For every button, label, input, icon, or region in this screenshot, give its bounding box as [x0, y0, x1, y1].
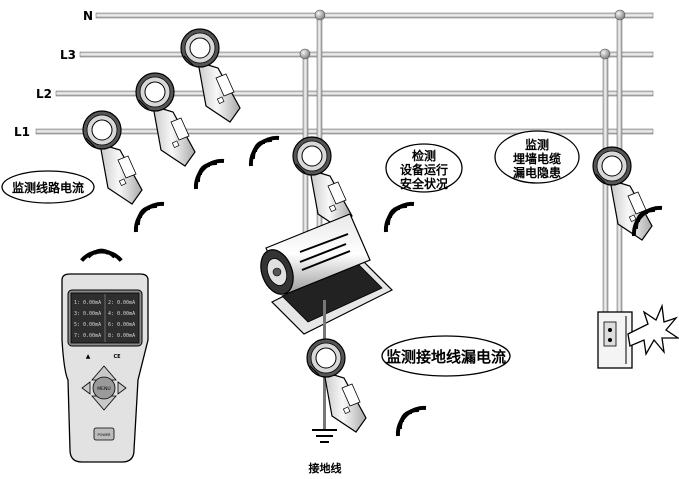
meter-reading: 3: 0.00mA [74, 311, 101, 317]
meter-reading: 1: 0.00mA [74, 300, 101, 306]
callout-check-equipment-safety: 检测 设备运行 安全状况 [386, 144, 462, 192]
label-l2: L2 [36, 87, 52, 101]
ground-symbol-icon [312, 430, 337, 442]
warning-mark: ▲ [86, 353, 91, 360]
wire-l3 [80, 52, 653, 57]
meter-reading: 2: 0.00mA [108, 300, 135, 306]
wireless-signal-icon [398, 408, 426, 436]
meter-reading: 8: 0.00mA [108, 333, 135, 339]
callout-text: 监测线路电流 [12, 180, 84, 195]
wire-l1 [36, 129, 653, 134]
power-key-label: POWER [98, 433, 112, 437]
ce-mark: CE [113, 354, 121, 360]
power-lines [36, 13, 653, 134]
callout-text: 漏电隐患 [513, 165, 561, 180]
wireless-signal-icon [251, 138, 279, 166]
callout-monitor-line-current: 监测线路电流 [2, 171, 94, 203]
wireless-signal-icon [136, 204, 164, 232]
junction-node [615, 10, 625, 20]
callout-monitor-buried-cable: 监测 埋墙电缆 漏电隐患 [495, 131, 579, 183]
callout-text: 安全状况 [400, 176, 448, 191]
clamp-meter-icon [307, 339, 366, 432]
meter-reading: 4: 0.00mA [108, 311, 135, 317]
ground-wire-label: 接地线 [309, 461, 342, 475]
menu-key-label: MENU [97, 386, 110, 392]
junction-node [300, 49, 310, 59]
callout-text: 监测接地线漏电流 [386, 348, 506, 366]
handheld-meter-icon: 1: 0.00mA 2: 0.00mA 3: 0.00mA 4: 0.00mA … [62, 241, 148, 462]
callout-text: 埋墙电缆 [513, 151, 561, 166]
junction-node [315, 10, 325, 20]
clamp-meter-icon [293, 137, 352, 230]
junction-node [600, 49, 610, 59]
callout-text: 检测 [412, 148, 436, 163]
label-l1: L1 [14, 125, 30, 139]
callout-text: 设备运行 [400, 162, 448, 177]
clamp-meter-icon [181, 29, 240, 122]
label-l3: L3 [60, 48, 76, 62]
label-n: N [83, 9, 93, 23]
clamp-meter-icon [593, 147, 652, 240]
wire-n [96, 13, 653, 18]
socket-icon [598, 312, 632, 368]
wireless-signal-icon [386, 204, 414, 232]
meter-reading: 7: 0.00mA [74, 333, 101, 339]
wireless-signal-icon [196, 161, 224, 189]
clamp-meter-icon [136, 73, 195, 166]
callout-monitor-ground-leak: 监测接地线漏电流 [382, 336, 510, 376]
meter-reading: 5: 0.00mA [74, 322, 101, 328]
meter-reading: 6: 0.00mA [108, 322, 135, 328]
spark-icon [628, 306, 678, 354]
callout-text: 监测 [525, 137, 549, 152]
